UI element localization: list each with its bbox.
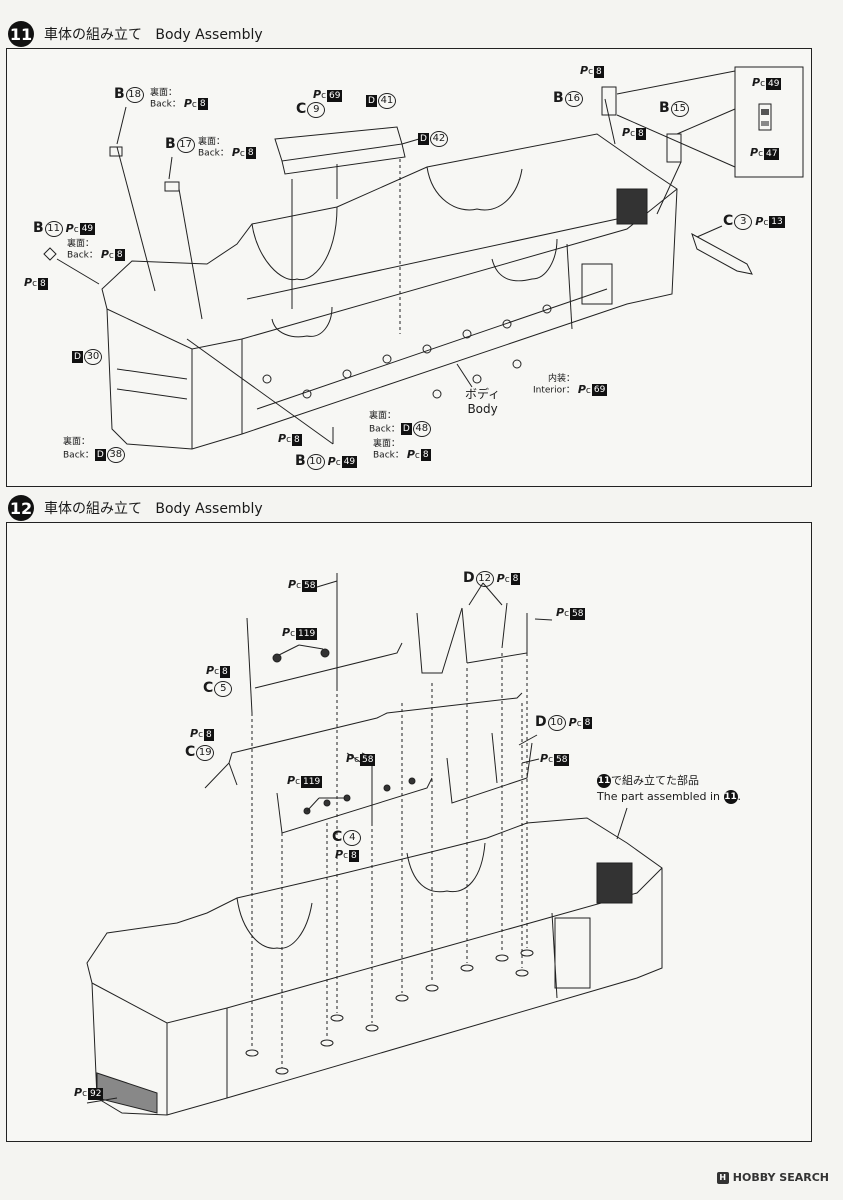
step-title: 車体の組み立て Body Assembly [44,27,263,43]
step-12-body-drawing [86,573,663,1116]
step-12-header: 12 車体の組み立て Body Assembly [8,494,263,522]
label-body: ボディ Body [465,387,501,416]
step-title: 車体の組み立て Body Assembly [44,501,263,517]
step-number: 12 [8,495,34,521]
hobby-search-logo-icon: H [716,1171,729,1184]
step-11-body-drawing [43,66,804,450]
watermark: H HOBBY SEARCH [716,1171,829,1184]
step-11-header: 11 車体の組み立て Body Assembly [8,20,263,48]
label-assembled: 11で組み立てた部品 The part assembled in 11. [597,774,742,804]
step-number: 11 [8,21,34,47]
